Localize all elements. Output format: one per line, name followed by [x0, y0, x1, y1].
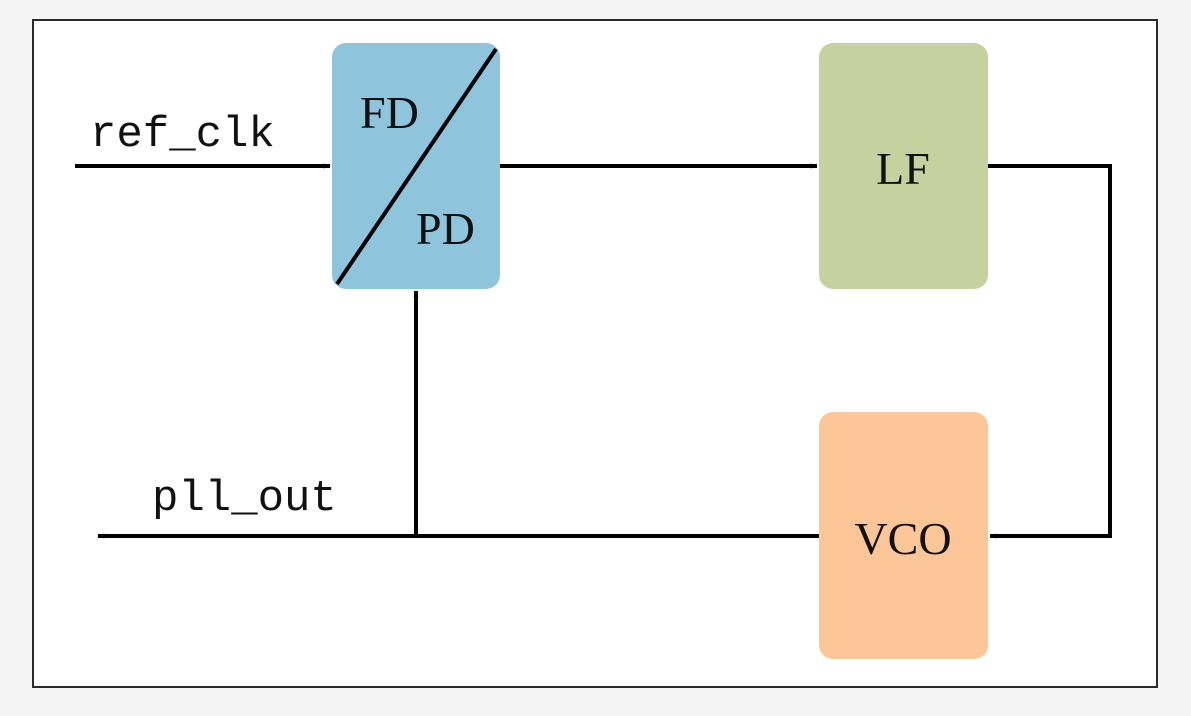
ref-clk-label: ref_clk: [90, 110, 275, 160]
vco-box: [819, 412, 988, 659]
signal-paths: [75, 163, 1112, 539]
lf-to-vco-arrow: [988, 164, 1112, 539]
lf-label: LF: [876, 143, 930, 194]
fd-label: FD: [360, 87, 419, 138]
vco-block: VCO: [819, 412, 988, 659]
loop-filter-block: LF: [819, 43, 988, 289]
vco-label: VCO: [854, 513, 951, 564]
pfd-divider-line: [335, 47, 498, 286]
phase-frequency-detector-block: FD PD: [332, 43, 500, 289]
pd-label: PD: [416, 203, 475, 254]
lf-box: [819, 43, 988, 289]
pll-out-label: pll_out: [152, 474, 337, 524]
